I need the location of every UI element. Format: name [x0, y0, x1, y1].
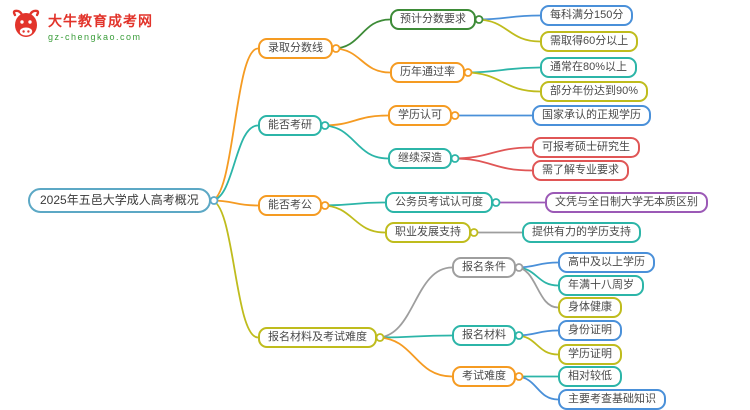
node-application-materials[interactable]: 报名材料 — [452, 325, 516, 346]
leaf-full-score-150-per-subject[interactable]: 每科满分150分 — [540, 5, 634, 26]
brand-site: gz-chengkao.com — [48, 32, 142, 42]
leaf-relatively-low[interactable]: 相对较低 — [558, 366, 622, 387]
bull-icon — [10, 8, 42, 45]
leaf-diploma-no-essential-difference[interactable]: 文凭与全日制大学无本质区别 — [545, 192, 708, 213]
leaf-usually-above-80-percent[interactable]: 通常在80%以上 — [540, 57, 638, 78]
leaf-need-60-plus[interactable]: 需取得60分以上 — [540, 31, 639, 52]
node-civil-service-exam-recognition[interactable]: 公务员考试认可度 — [385, 192, 493, 213]
node-expected-score-requirement[interactable]: 预计分数要求 — [390, 9, 476, 30]
node-further-study[interactable]: 继续深造 — [388, 148, 452, 169]
leaf-id-proof[interactable]: 身份证明 — [558, 320, 622, 341]
leaf-high-school-or-above[interactable]: 高中及以上学历 — [558, 252, 655, 273]
node-career-development-support[interactable]: 职业发展支持 — [385, 222, 471, 243]
node-exam-difficulty[interactable]: 考试难度 — [452, 366, 516, 387]
branch-postgraduate-eligibility[interactable]: 能否考研 — [258, 115, 322, 136]
branch-civil-service-eligibility[interactable]: 能否考公 — [258, 195, 322, 216]
leaf-good-health[interactable]: 身体健康 — [558, 297, 622, 318]
leaf-tests-basic-knowledge[interactable]: 主要考查基础知识 — [558, 389, 666, 410]
leaf-some-years-reach-90-percent[interactable]: 部分年份达到90% — [540, 81, 649, 102]
leaf-state-recognized-degree[interactable]: 国家承认的正规学历 — [532, 105, 651, 126]
leaf-age-18-or-over[interactable]: 年满十八周岁 — [558, 275, 644, 296]
leaf-education-proof[interactable]: 学历证明 — [558, 344, 622, 365]
node-degree-recognition[interactable]: 学历认可 — [388, 105, 452, 126]
branch-application-materials-difficulty[interactable]: 报名材料及考试难度 — [258, 327, 377, 348]
branch-admission-score-line[interactable]: 录取分数线 — [258, 38, 333, 59]
leaf-know-major-requirements[interactable]: 需了解专业要求 — [532, 160, 629, 181]
logo: 大牛教育成考网 gz-chengkao.com — [10, 8, 153, 45]
leaf-can-apply-masters[interactable]: 可报考硕士研究生 — [532, 137, 640, 158]
leaf-strong-degree-support[interactable]: 提供有力的学历支持 — [522, 222, 641, 243]
node-application-conditions[interactable]: 报名条件 — [452, 257, 516, 278]
brand-name: 大牛教育成考网 — [48, 13, 153, 29]
root-topic[interactable]: 2025年五邑大学成人高考概况 — [28, 188, 211, 213]
node-historical-pass-rate[interactable]: 历年通过率 — [390, 62, 465, 83]
